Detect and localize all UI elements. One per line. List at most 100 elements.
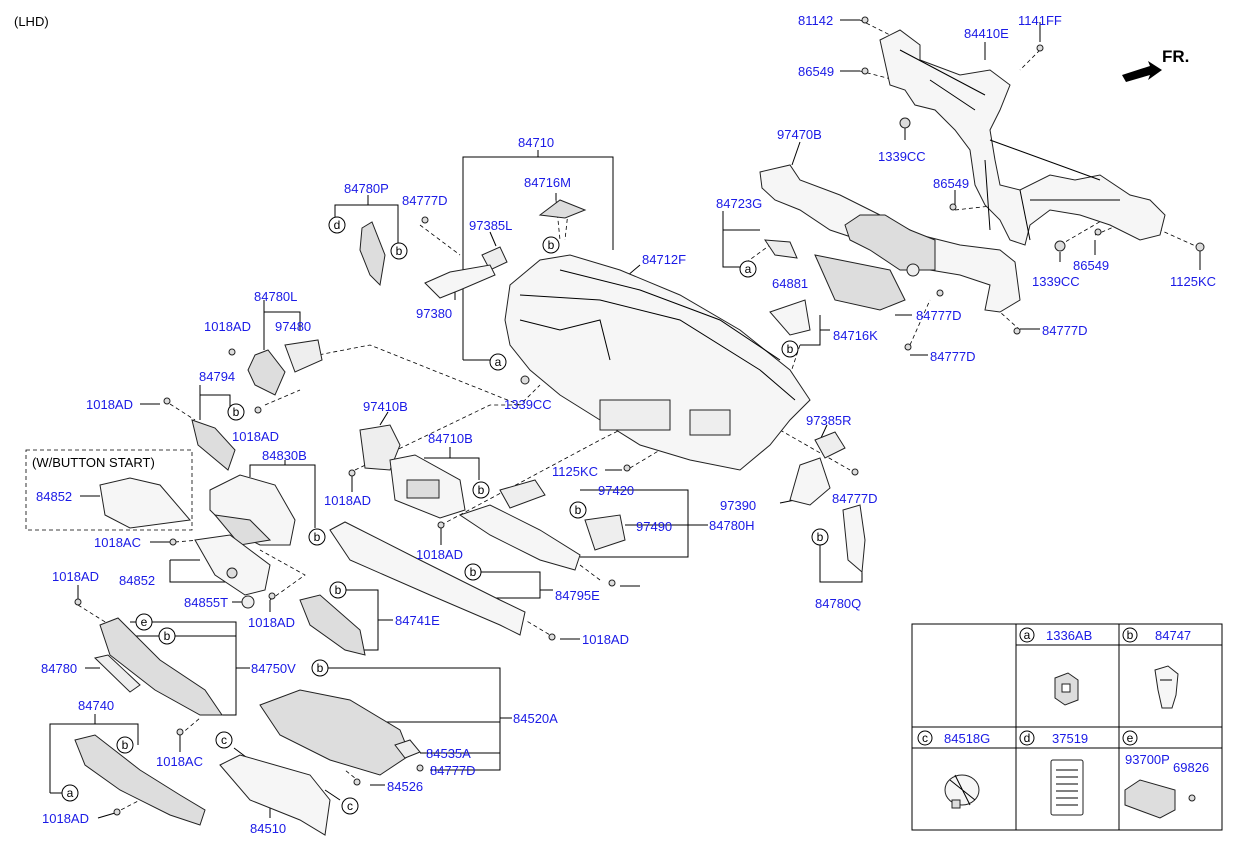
callout-d: d xyxy=(334,218,341,232)
part-label: 86549 xyxy=(798,64,834,79)
part-label: 97380 xyxy=(416,306,452,321)
steering-shroud-upper-part xyxy=(99,477,191,529)
ring-part xyxy=(241,595,255,609)
part-label: 64881 xyxy=(772,276,808,291)
bolt-icons xyxy=(74,16,1044,816)
part-label: 97480 xyxy=(275,319,311,334)
passenger-vent-part xyxy=(584,514,626,551)
glove-box-part xyxy=(219,754,331,836)
legend-letter-a: a xyxy=(1024,628,1031,642)
part-label: 84830B xyxy=(262,448,307,463)
callout-b: b xyxy=(817,530,824,544)
callout-b: b xyxy=(396,244,403,258)
part-label: 84520A xyxy=(513,711,558,726)
part-label: 84777D xyxy=(402,193,448,208)
part-label: 81142 xyxy=(798,13,833,28)
callout-b: b xyxy=(314,530,321,544)
part-label: 84852 xyxy=(119,573,155,588)
part-label: 84750V xyxy=(251,661,296,676)
part-label: 97390 xyxy=(720,498,756,513)
clip-icon xyxy=(1054,672,1079,706)
cluster-garnish-part xyxy=(247,349,286,396)
part-label: 1141FF xyxy=(1018,13,1062,28)
part-label: 84712F xyxy=(642,252,686,267)
bracket-part xyxy=(764,239,798,259)
part-label: 84852 xyxy=(36,489,72,504)
legend-code-d: 37519 xyxy=(1052,731,1088,746)
legend-table: a 1336AB b 84747 c 84518G d 37519 e xyxy=(911,623,1223,831)
part-label: 97385L xyxy=(469,218,512,233)
lower-garnish-part xyxy=(329,521,526,636)
center-vent-left-part xyxy=(284,339,323,373)
part-labels: (LHD) FR. (W/BUTTON START) 81142 84410E … xyxy=(14,13,1216,836)
callout-b: b xyxy=(575,503,582,517)
callout-b: b xyxy=(317,661,324,675)
part-label: 1018AD xyxy=(42,811,89,826)
callout-a: a xyxy=(745,262,752,276)
crash-pad-main-part xyxy=(504,254,811,471)
lower-trim-part xyxy=(93,654,141,693)
lower-panel-bracket-part xyxy=(74,734,206,826)
part-label: 84716M xyxy=(524,175,571,190)
part-label: 84410E xyxy=(964,26,1009,41)
center-vent-right-part xyxy=(499,479,546,509)
side-cover-part xyxy=(769,299,811,336)
callout-b: b xyxy=(335,583,342,597)
part-label: 1018AD xyxy=(52,569,99,584)
part-label: 1018AD xyxy=(86,397,133,412)
callout-c: c xyxy=(221,733,227,747)
part-label: 1018AD xyxy=(582,632,629,647)
knee-panel-left-part xyxy=(191,419,236,471)
bumper-stop-icon xyxy=(944,774,980,809)
direction-label: FR. xyxy=(1162,47,1189,66)
switch-icon xyxy=(1124,779,1196,819)
part-label: 1339CC xyxy=(504,397,552,412)
part-label: 84780H xyxy=(709,518,755,533)
callout-circles: a b a b d b b b b b b b b e b b b a c c xyxy=(61,216,829,815)
part-label: 1018AD xyxy=(324,493,371,508)
callout-b: b xyxy=(470,565,477,579)
callout-b: b xyxy=(548,238,555,252)
part-label: 97410B xyxy=(363,399,408,414)
fastener-clip-icon xyxy=(1154,665,1179,709)
part-label: 1018AC xyxy=(94,535,141,550)
part-label: 1339CC xyxy=(878,149,926,164)
part-label: 84780 xyxy=(41,661,77,676)
part-label: 84780P xyxy=(344,181,389,196)
variant-label: (LHD) xyxy=(14,14,49,29)
center-vent-part xyxy=(359,424,401,471)
part-shapes xyxy=(25,16,1205,836)
front-arrow-icon xyxy=(1122,61,1162,82)
button-start-box xyxy=(25,449,193,531)
part-label: 84780Q xyxy=(815,596,861,611)
legend-code-e: 93700P xyxy=(1125,752,1170,767)
part-label: 84741E xyxy=(395,613,440,628)
lower-panel-part xyxy=(299,594,366,656)
side-garnish-left-part xyxy=(359,221,386,287)
lower-crash-pad-part xyxy=(99,617,223,716)
part-label: 97420 xyxy=(598,483,634,498)
part-label: 84510 xyxy=(250,821,286,836)
legend-letter-d: d xyxy=(1024,731,1031,745)
center-garnish-part xyxy=(458,504,581,571)
center-fascia-display xyxy=(406,479,440,499)
part-label: 84535A xyxy=(426,746,471,761)
legend-letter-b: b xyxy=(1127,628,1134,642)
callout-c: c xyxy=(347,799,353,813)
part-label: 84777D xyxy=(930,349,976,364)
callout-b: b xyxy=(164,629,171,643)
part-label: 1018AC xyxy=(156,754,203,769)
part-label: 1018AD xyxy=(204,319,251,334)
part-label: 84716K xyxy=(833,328,878,343)
part-label: 1018AD xyxy=(416,547,463,562)
side-duct-left-part xyxy=(424,264,496,299)
part-label: 84777D xyxy=(916,308,962,323)
part-label: 84777D xyxy=(430,763,476,778)
bracket-84535A-part xyxy=(394,739,421,759)
callout-b: b xyxy=(233,405,240,419)
callout-e: e xyxy=(141,615,148,629)
legend-code-b: 84747 xyxy=(1155,628,1191,643)
part-label: 86549 xyxy=(933,176,969,191)
legend-code-e2: 69826 xyxy=(1173,760,1209,775)
